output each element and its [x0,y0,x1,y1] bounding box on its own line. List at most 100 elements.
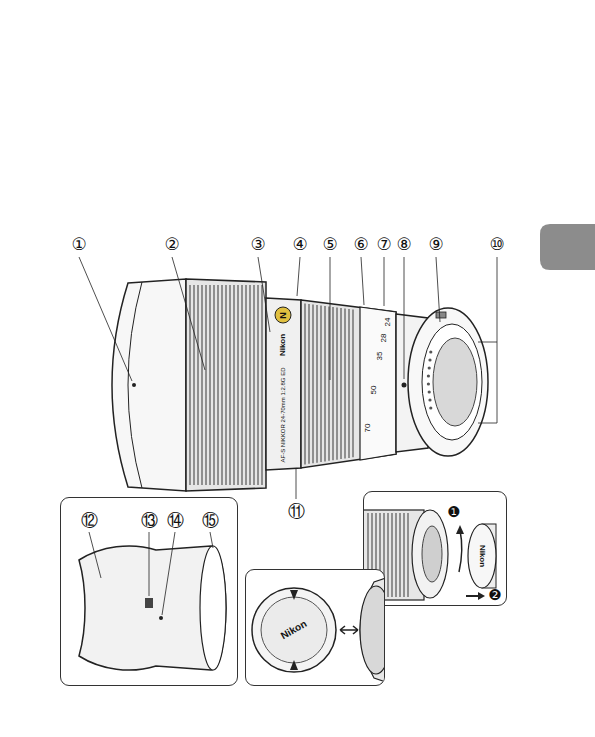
callout-number: ⑩ [489,236,504,253]
callout-number: ④ [292,236,307,253]
step-number: ❷ [488,588,501,603]
drawing-part [336,308,337,460]
drawing-part [316,305,317,463]
inset-panel: Nikon [245,569,385,686]
drawing-part [241,285,242,485]
drawing-part [328,307,329,461]
drawing-part [229,285,230,485]
drawing-part [403,513,404,597]
callout-number: ⑪ [288,503,305,520]
drawing-part [368,513,408,597]
lens-engraving: AF-S NIKKOR 24-70mm 1:2.8G ED [280,367,286,462]
drawing-part [308,304,309,464]
drawing-part [407,513,408,597]
drawing-part [330,257,331,380]
cpu-contacts [427,350,433,409]
drawing-part [428,366,431,369]
drawing-part [200,546,226,670]
drawing-part [290,590,298,600]
step-number: ❶ [447,505,460,520]
callout-number: ⑦ [376,236,391,253]
drawing-part [193,285,194,485]
drawing-part [205,285,206,485]
drawing-part [395,513,396,597]
drawing-part [252,588,336,672]
drawing-part [371,513,372,597]
drawing-part [383,513,384,597]
drawing-part [172,257,205,370]
drawing-part [428,358,431,361]
drawing-part [89,532,101,578]
drawing-part [456,525,464,534]
drawing-part [225,285,226,485]
mount [408,308,488,456]
drawing-part [428,398,431,401]
drawing-part [348,309,349,458]
aperture-lever [436,312,446,318]
drawing-part [296,468,297,499]
callout-number: ⑥ [353,236,368,253]
mount-index [402,383,407,388]
zoom-scale-number: 50 [370,386,378,395]
callout-number: ⑮ [202,512,219,529]
drawing-part [149,532,150,596]
drawing-part [404,257,405,379]
drawing-part [201,285,202,485]
callout-number: ② [164,236,179,253]
drawing-part [478,257,497,423]
drawing-part [162,532,175,615]
inset-panel: ⑫ ⑬⑭ ⑮ [60,497,238,686]
drawing-part [340,308,341,459]
drawing-part [340,626,358,634]
hood-index [132,383,136,387]
callout-number: ⑬ [141,512,158,529]
callout-number: ⑫ [81,512,98,529]
drawing-part [361,257,364,305]
drawing-part [290,660,298,670]
rear-glass [433,338,477,426]
drawing-part [320,306,321,463]
callout-number: ③ [250,236,265,253]
drawing-part [258,257,270,332]
drawing-part [189,285,190,485]
drawing-part [466,595,480,597]
drawing-part [478,592,485,600]
drawing-part [304,304,305,465]
drawing-part [145,598,153,608]
callout-number: ① [71,236,86,253]
drawing-part [352,310,353,458]
drawing-part [384,257,385,306]
drawing-part [233,285,234,485]
drawing-part [79,257,132,381]
drawing-part [429,350,432,353]
drawing-part [89,532,213,615]
drawing-part [399,513,400,597]
zoom-scale-number: 70 [364,424,372,433]
callout-number: ⑨ [428,236,443,253]
drawing-part [459,530,462,572]
drawing-part [253,285,254,485]
hood-groove [128,282,142,488]
page-tab [540,224,595,270]
zoom-ring [186,279,266,491]
drawing-part [324,306,325,461]
ring-ridges [190,285,262,485]
drawing-part [249,285,250,485]
drawing-part [197,285,198,485]
badge [275,307,291,323]
drawing-part [436,257,440,322]
drawing-part [391,513,392,597]
drawing-part [429,406,432,409]
front-cap-illustration [246,570,385,686]
drawing-part [375,513,376,597]
lens-engraving: N [279,312,288,319]
callout-number: ⑤ [322,236,337,253]
callout-number: ⑭ [167,512,184,529]
callout-number: ⑧ [396,236,411,253]
mount-inner [422,324,482,440]
drawing-part [367,513,368,597]
drawing-part [312,305,313,464]
name-band [266,298,301,470]
drawing-part [159,616,163,620]
